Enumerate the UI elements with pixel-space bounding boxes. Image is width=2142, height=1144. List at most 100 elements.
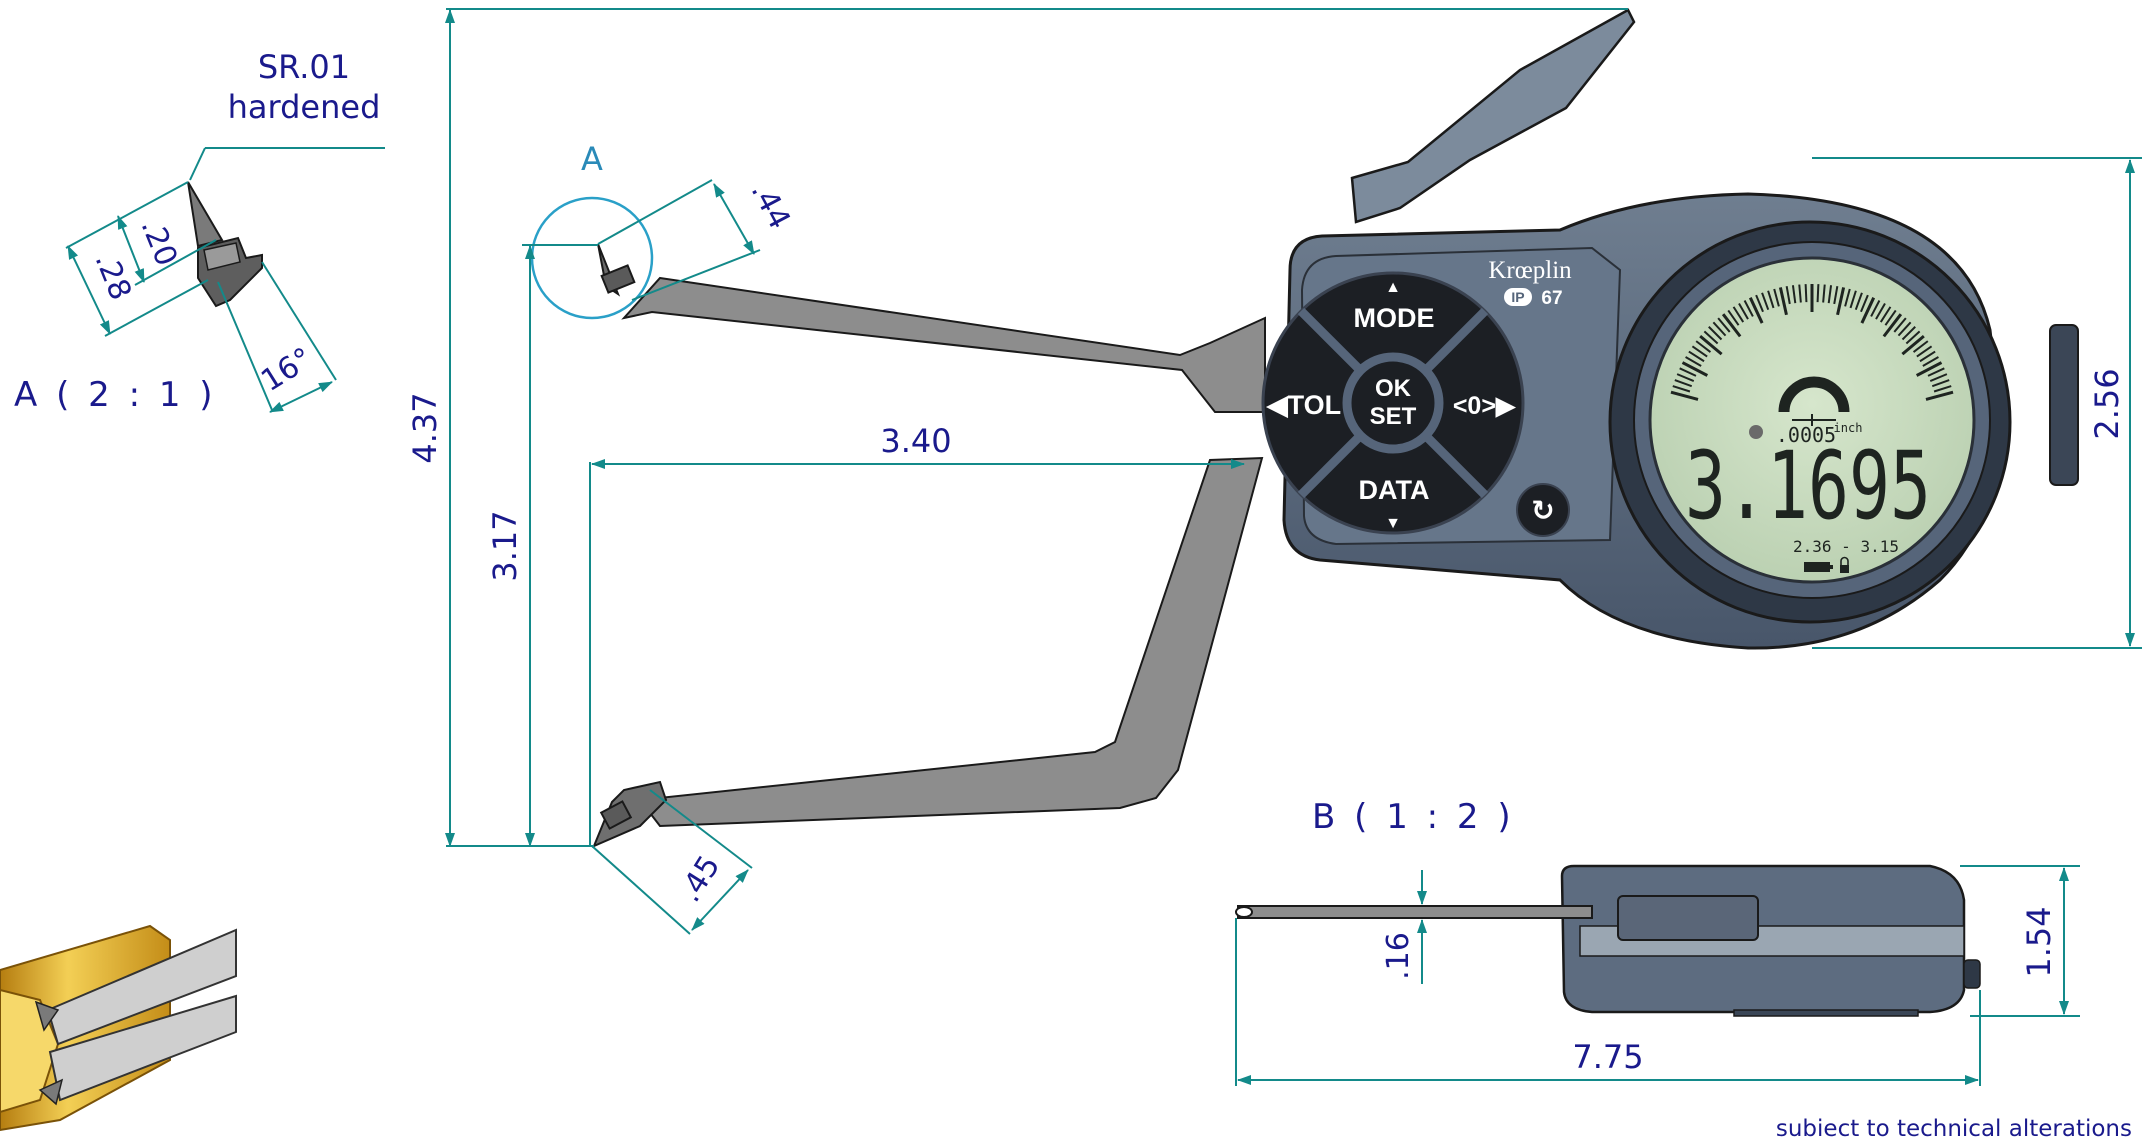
detail-a-title: A ( 2 : 1 ): [14, 375, 217, 415]
brand-logo: Krœplin: [1488, 257, 1572, 284]
dial-tick: [1670, 390, 1699, 401]
dial-tick: [1844, 288, 1851, 307]
dial-tick: [1748, 297, 1764, 324]
dial-tick: [1922, 356, 1939, 367]
ok-set-button[interactable]: [1342, 352, 1444, 454]
dial-tick: [1721, 313, 1742, 338]
dim-body-height: 2.56: [2088, 368, 2126, 439]
dial-scale: [1670, 284, 1954, 401]
dial-tick: [1785, 286, 1791, 305]
dial-tick: [1732, 306, 1745, 323]
dial-tick: [1727, 309, 1740, 326]
dial-tick: [1773, 288, 1780, 307]
dial-tick: [1927, 367, 1945, 377]
lock-icon: [1840, 565, 1849, 573]
dial-tick: [1778, 287, 1788, 316]
dim-reach: 3.40: [880, 422, 951, 460]
dim-jaw-thickness: .16: [1381, 932, 1416, 980]
dial-tick: [1897, 321, 1912, 337]
mode-button[interactable]: MODE: [1354, 303, 1435, 333]
dial-tick: [1854, 292, 1863, 311]
dial-tick: [1912, 340, 1929, 353]
dial-tick: [1884, 309, 1897, 326]
dial-tick: [1679, 367, 1697, 377]
dial-tick: [1833, 286, 1839, 305]
reset-icon: ↻: [1531, 494, 1554, 527]
battery-icon: [1804, 562, 1830, 572]
ip-badge-box: [1504, 288, 1532, 306]
dial-tick: [1875, 303, 1886, 320]
tol-button[interactable]: ◀TOL: [1266, 390, 1341, 420]
dial-tick: [1681, 361, 1709, 377]
zero-button[interactable]: <0>▶: [1453, 392, 1517, 420]
dial-tick: [1929, 373, 1948, 382]
dial-tick: [1849, 290, 1857, 309]
dial-tick: [1674, 379, 1693, 388]
dial-tick: [1870, 300, 1881, 317]
keypad[interactable]: ▲ MODE DATA ▼ ◀TOL <0>▶ OK SET ↻: [1261, 271, 1570, 537]
dim-jaw-depth: 3.17: [486, 510, 524, 581]
dial-tick: [1767, 290, 1775, 309]
dial-tick: [1708, 326, 1723, 341]
dial-tick: [1901, 335, 1925, 356]
dial-tick: [1860, 294, 1869, 313]
ip-badge: IP: [1511, 289, 1524, 305]
dial-tick: [1695, 340, 1712, 353]
dial-tick: [1761, 292, 1770, 311]
dial-tick: [1685, 356, 1702, 367]
dial-tick: [1836, 287, 1846, 316]
down-arrow-icon: ▼: [1385, 515, 1401, 532]
dial-tick: [1791, 285, 1797, 304]
detail-a-tip-drawing: [187, 181, 263, 308]
dial-tick: [1717, 317, 1731, 333]
dim-tip-upper: .44: [744, 176, 797, 235]
footer-note: subiect to technical alterations: [1776, 1116, 2132, 1142]
detail-b-side-view: [1235, 864, 1981, 1017]
dial-tick: [1755, 294, 1764, 313]
brand-area: Krœplin IP 67: [1488, 257, 1572, 309]
measuring-range: 2.36 - 3.15: [1793, 537, 1899, 556]
dial-tick: [1703, 330, 1719, 345]
dial-tick: [1915, 361, 1943, 377]
ring-gauge-illustration: [0, 924, 237, 1132]
lever: [1350, 8, 1636, 224]
main-dimensions: [445, 8, 2142, 935]
ip-rating: 67: [1541, 288, 1562, 309]
dial-tick: [1905, 330, 1921, 345]
dial-tick: [1925, 390, 1954, 401]
measurement-reading: 3.1695: [1685, 432, 1931, 541]
dial-tick: [1882, 313, 1903, 338]
status-dot: [1749, 425, 1763, 439]
dial-tick: [1743, 300, 1754, 317]
upper-jaw: [597, 243, 1266, 413]
lcd-display: .0005 inch 3.1695 2.36 - 3.15: [1685, 376, 1931, 573]
lower-jaw: [592, 456, 1264, 848]
dial-tick: [1822, 284, 1826, 303]
dial-tick: [1916, 345, 1933, 358]
dial-tick: [1933, 385, 1952, 393]
dial-tick: [1798, 284, 1802, 303]
ok-label: OK: [1375, 375, 1412, 402]
dial-tick: [1860, 297, 1876, 324]
dial-tick: [1691, 345, 1708, 358]
dial-tick: [1699, 335, 1723, 356]
dial-tick: [1804, 284, 1808, 303]
up-arrow-icon: ▲: [1385, 279, 1401, 296]
tip-note-line1: SR.01: [258, 48, 350, 86]
reset-button[interactable]: [1516, 483, 1570, 537]
tolerance-arc-icon: [1778, 376, 1850, 413]
dial-tick: [1827, 285, 1833, 304]
detail-a-dimensions: [65, 147, 385, 413]
dial-tick: [1931, 379, 1950, 388]
dial-tick: [1816, 284, 1820, 303]
dim-total-length: 7.75: [1572, 1038, 1643, 1076]
dial-tick: [1712, 321, 1727, 337]
dial-tick: [1676, 373, 1695, 382]
dial-tick: [1893, 317, 1907, 333]
detail-a-callout-label: A: [581, 140, 603, 178]
data-button[interactable]: DATA: [1359, 475, 1430, 505]
resolution-value: .0005: [1776, 423, 1836, 447]
tip-note-line2: hardened: [228, 88, 381, 126]
set-label: SET: [1370, 403, 1417, 430]
